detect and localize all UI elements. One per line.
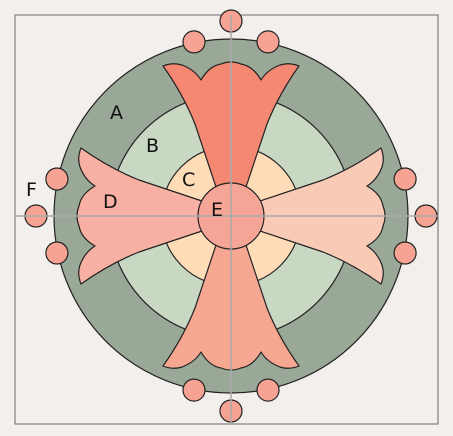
- perimeter-dot: [183, 379, 205, 401]
- label-a: A: [110, 102, 123, 124]
- label-f: F: [26, 179, 37, 201]
- label-c: C: [182, 169, 195, 191]
- perimeter-dot: [46, 168, 68, 190]
- perimeter-dot: [394, 168, 416, 190]
- label-d: D: [103, 191, 118, 213]
- label-e: E: [211, 199, 223, 221]
- perimeter-dot: [46, 242, 68, 264]
- perimeter-dot: [257, 379, 279, 401]
- perimeter-dot: [183, 31, 205, 53]
- perimeter-dot: [394, 242, 416, 264]
- perimeter-dot: [257, 31, 279, 53]
- label-b: B: [146, 135, 159, 157]
